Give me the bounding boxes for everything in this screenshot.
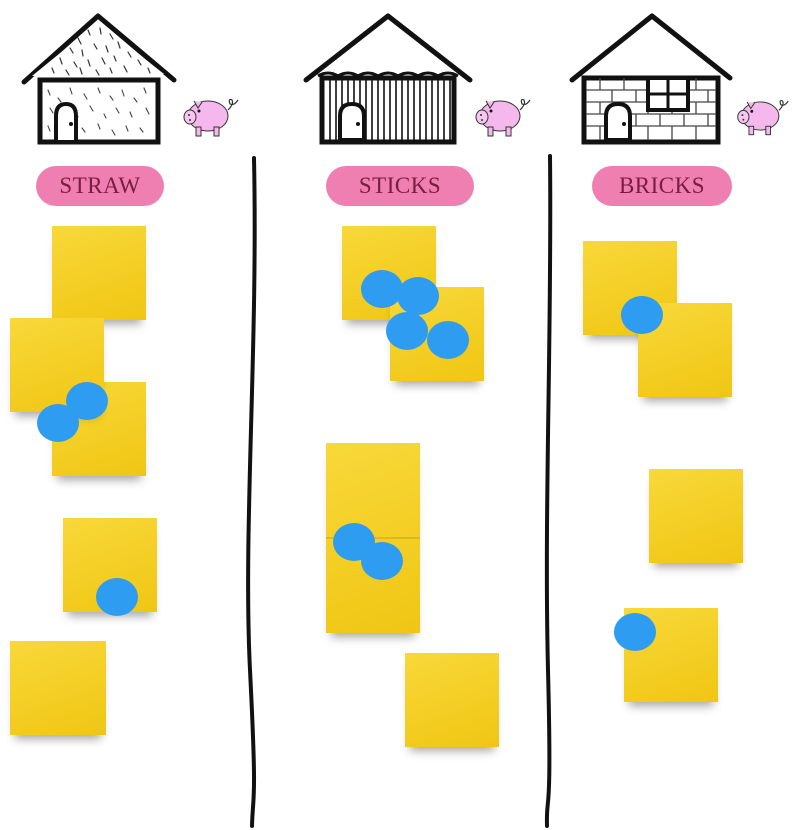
pig-icon (180, 92, 242, 140)
straw-house-icon (18, 8, 180, 146)
vote-dot[interactable] (386, 312, 428, 350)
vote-dot[interactable] (361, 542, 403, 580)
vote-dot[interactable] (397, 277, 439, 315)
vote-dot[interactable] (37, 404, 79, 442)
column-divider-left (238, 150, 268, 830)
sticky-note[interactable] (10, 641, 106, 735)
column-divider-right (534, 150, 564, 830)
vote-dot[interactable] (361, 270, 403, 308)
column-label-straw: STRAW (36, 166, 164, 206)
pig-icon (734, 92, 792, 140)
brick-house-icon (566, 8, 736, 146)
vote-dot[interactable] (427, 321, 469, 359)
sticky-note[interactable] (52, 226, 146, 320)
column-label-sticks: STICKS (326, 166, 474, 206)
sticky-note[interactable] (649, 469, 743, 563)
vote-dot[interactable] (621, 296, 663, 334)
sticks-house-icon (300, 8, 476, 146)
vote-dot[interactable] (614, 613, 656, 651)
pig-icon (472, 92, 534, 140)
sticky-note[interactable] (405, 653, 499, 747)
vote-dot[interactable] (96, 578, 138, 616)
column-label-bricks: BRICKS (592, 166, 732, 206)
